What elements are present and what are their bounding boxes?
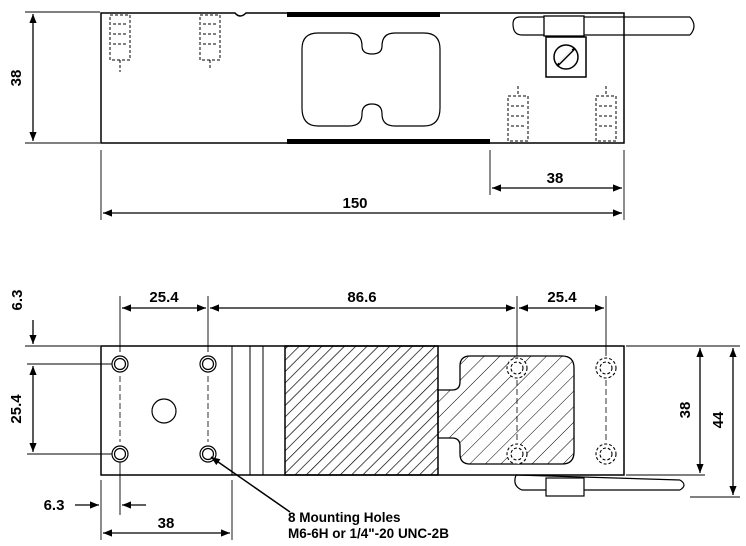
center-hole — [151, 398, 177, 424]
top-right-spacing-label: 25.4 — [547, 289, 577, 306]
top-center-spacing-label: 86.6 — [347, 289, 376, 306]
side-top-gauge-pad — [287, 12, 440, 17]
side-bottom-gauge-pad — [287, 139, 490, 144]
bottom-span-label: 38 — [158, 515, 175, 532]
top-load-platform — [437, 355, 575, 465]
hole-centerlines — [119, 376, 607, 442]
mounting-holes-note-line1: 8 Mounting Holes — [288, 510, 401, 525]
mounting-holes-note-line2: M6-6H or 1/4"-20 UNC-2B — [288, 526, 449, 541]
side-dumbbell-cavity — [301, 32, 441, 127]
top-edge-offset-label: 6.3 — [9, 290, 26, 311]
bottom-offset-label: 6.3 — [44, 497, 65, 514]
side-view: 38 38 150 — [8, 11, 695, 220]
top-width-label: 38 — [677, 402, 694, 419]
side-cable-clamp — [512, 15, 695, 78]
top-view: 25.4 86.6 25.4 6.3 25.4 38 44 6.3 38 — [8, 289, 740, 541]
side-offset-label: 38 — [547, 170, 564, 187]
top-cable — [514, 474, 685, 497]
side-hidden-threads — [109, 14, 617, 142]
right-mounting-holes — [506, 357, 617, 465]
side-length-label: 150 — [342, 195, 367, 212]
side-height-label: 38 — [8, 70, 25, 87]
top-overall-width-label: 44 — [710, 411, 727, 428]
top-gauge-region — [284, 345, 439, 476]
top-vertical-spacing-label: 25.4 — [8, 394, 25, 424]
left-mounting-holes — [111, 355, 217, 463]
top-left-spacing-label: 25.4 — [149, 289, 179, 306]
